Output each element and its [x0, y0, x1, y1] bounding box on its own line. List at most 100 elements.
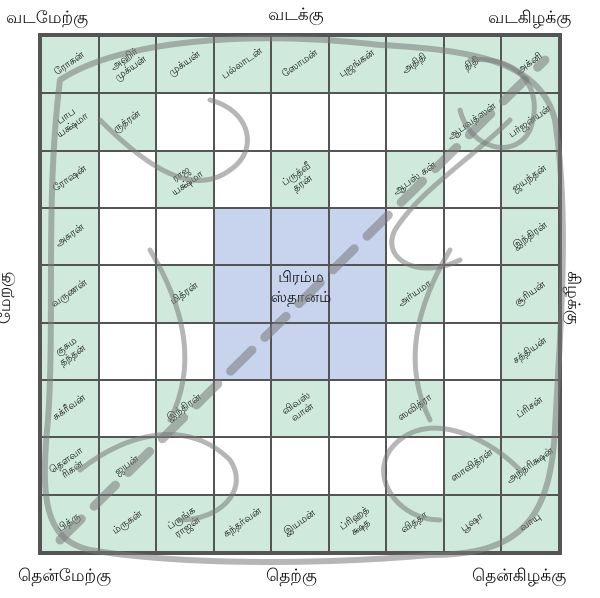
grid-cell: புஜங்கன்: [328, 36, 387, 94]
grid-cell: ஸவித்ரா: [386, 379, 444, 438]
deity-name: இயமன்: [281, 507, 318, 538]
grid-cell: குசும தந்தன்: [41, 322, 99, 380]
grid-cell: [156, 93, 214, 151]
deity-name: அந்தரிக்ஷன்: [504, 445, 556, 486]
deity-name: ப்ருத்வீ தரன்: [279, 160, 315, 194]
deity-name: ஆபஸ் கன்: [390, 159, 439, 198]
direction-north: வடக்கு: [268, 5, 324, 25]
grid-cell: அர்யமா: [386, 265, 444, 323]
deity-name: தௌவா ரிகன்: [47, 445, 86, 481]
grid-cell: [98, 150, 157, 208]
grid-cell: ஆபஸ் கன்: [386, 150, 444, 208]
grid-cell: [156, 437, 214, 495]
deity-name: திதி: [462, 54, 483, 74]
direction-west: மேற்கு: [0, 271, 16, 325]
deity-name: ஜயன்: [112, 453, 141, 478]
grid-cell: [98, 207, 157, 266]
grid-cell: [271, 93, 329, 151]
grid-cell: ப்ரிசன்: [501, 379, 559, 438]
grid-cell: [271, 322, 329, 380]
grid-cell: அந்தரிக்ஷன்: [501, 437, 559, 495]
grid-cell: அக்னி: [501, 36, 559, 94]
grid-cell: ப்ருத்வீ தரன்: [271, 150, 329, 208]
deity-name: பித்ரு: [55, 511, 83, 535]
direction-northeast: வடகிழக்கு: [488, 8, 572, 28]
deity-name: விததா: [399, 509, 430, 536]
deity-name: கந்தர்வன்: [220, 505, 264, 540]
grid-cell: [443, 150, 502, 208]
deity-name: ப்ருங்க ராஜன்: [165, 504, 203, 540]
deity-name: குசும தந்தன்: [53, 335, 88, 368]
grid-cell: ப்ருங்க ராஜன்: [156, 494, 214, 552]
grid-cell: அதிதி: [386, 36, 444, 94]
deity-name: ப்ரிஹத் க்ஷத: [337, 504, 372, 538]
grid-cell: ஜயன்: [98, 437, 157, 495]
deity-name: ஸோமன்: [279, 47, 320, 81]
brahma-sthanam-label: பிரம்ம ஸ்தானம்: [215, 268, 387, 307]
grid-cell: திதி: [443, 36, 502, 94]
deity-name: பூஷா: [458, 511, 486, 535]
deity-name: அஹிர் முக்யன்: [108, 46, 148, 84]
deity-name: இந்திரன்: [510, 220, 549, 252]
grid-cell: [98, 379, 157, 438]
deity-name: சுக்ரீவன்: [50, 392, 88, 424]
grid-cell: ரோஷன்: [41, 150, 99, 208]
grid-cell: ரோகன்: [41, 36, 99, 94]
deity-name: முக்யன்: [166, 49, 203, 79]
grid-cell: [443, 207, 502, 266]
deity-name: பாப யக்ஷ்மா: [54, 106, 91, 141]
deity-name: ம்ருகன்: [110, 508, 144, 537]
direction-southeast: தென்கிழக்கு: [472, 566, 567, 586]
deity-name: இந்திரன்: [165, 392, 204, 424]
grid-cell: ம்ருகன்: [98, 494, 157, 552]
deity-name: ஸவித்ரா: [395, 392, 434, 424]
grid-cell: ராஜ யக்ஷ்மா: [156, 150, 214, 208]
deity-name: அசுரன்: [52, 222, 86, 250]
deity-name: விவஸ் வான்: [280, 390, 316, 424]
direction-northwest: வடமேற்கு: [6, 8, 89, 28]
grid-cell: சத்தியன்: [501, 322, 559, 380]
grid-cell: [386, 93, 444, 151]
grid-cell: [156, 322, 214, 380]
deity-name: அக்னி: [514, 51, 546, 78]
deity-name: புஜங்கன்: [337, 47, 377, 81]
grid-cell: [328, 437, 387, 495]
grid-cell: [156, 207, 214, 266]
grid-cell: [443, 379, 502, 438]
grid-cell: கந்தர்வன்: [213, 494, 272, 552]
deity-name: ப்ரிசன்: [514, 394, 546, 422]
grid-cell: இயமன்: [271, 494, 329, 552]
grid-cell: அசுரன்: [41, 207, 99, 266]
grid-cell: தௌவா ரிகன்: [41, 437, 99, 495]
deity-name: ரோஷன்: [50, 163, 89, 195]
grid-cell: [271, 207, 329, 266]
grid-cell: ருத்ரன்: [98, 93, 157, 151]
deity-name: அதிதி: [400, 51, 430, 77]
grid-cell: பித்ரு: [41, 494, 99, 552]
deity-name: பல்லாடன்: [219, 46, 265, 83]
deity-name: சூரியன்: [512, 278, 548, 308]
deity-name: ராஜ யக்ஷ்மா: [169, 164, 206, 198]
grid-cell: [213, 379, 272, 438]
grid-cell: ஜயந்தன்: [501, 150, 559, 208]
grid-cell: [386, 322, 444, 380]
deity-name: பர்ஜன்யன்: [506, 102, 553, 140]
grid-cell: [386, 437, 444, 495]
grid-cell: [98, 265, 157, 323]
grid-cell: விவஸ் வான்: [271, 379, 329, 438]
grid-cell: ப்ரிஹத் க்ஷத: [328, 494, 387, 552]
center-label-line2: ஸ்தானம்: [270, 287, 332, 306]
grid-cell: விததா: [386, 494, 444, 552]
grid-cell: [328, 379, 387, 438]
grid-cell: சூரியன்: [501, 265, 559, 323]
direction-east: கிழக்கு: [562, 271, 583, 325]
grid-cell: ஸாவித்ரன்: [443, 437, 502, 495]
grid-cell: அஹிர் முக்யன்: [98, 36, 157, 94]
deity-name: ஆபவத்ஸன்: [445, 100, 499, 143]
deity-name: அர்யமா: [395, 277, 434, 309]
grid-cell: [213, 93, 272, 151]
grid-cell: இந்திரன்: [156, 379, 214, 438]
grid-cell: பல்லாடன்: [213, 36, 272, 94]
center-label-line1: பிரம்ம: [278, 268, 324, 286]
grid-cell: [213, 207, 272, 266]
